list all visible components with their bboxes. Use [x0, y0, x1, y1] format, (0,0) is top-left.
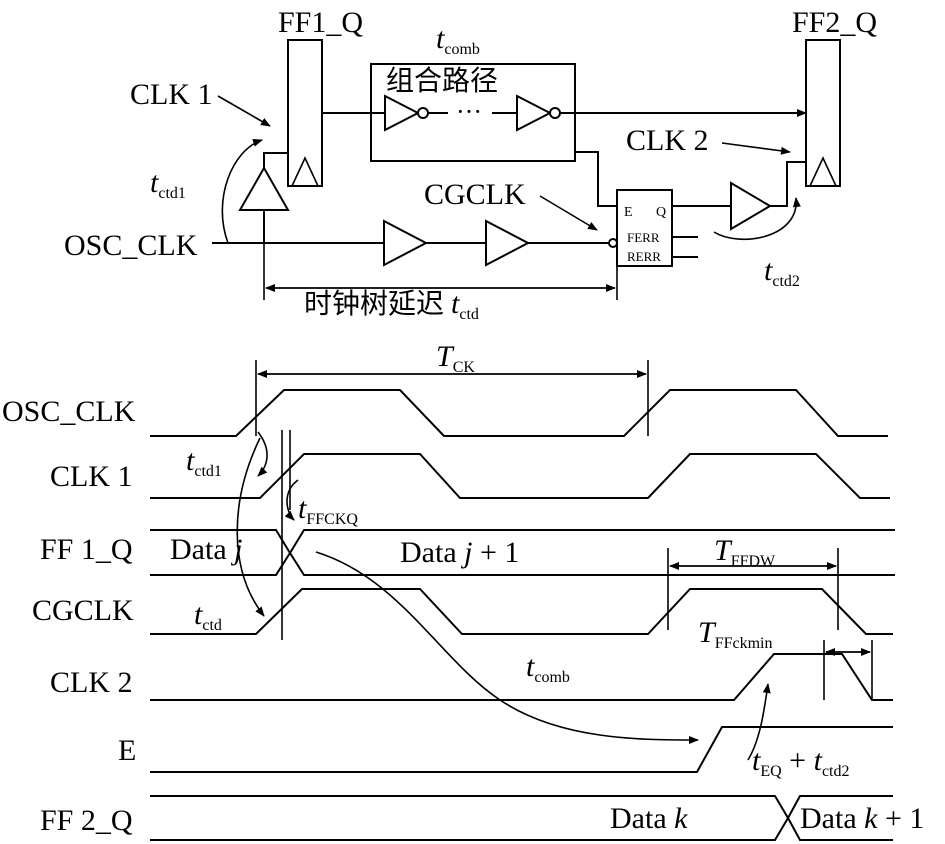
waveform-ff1-q-top [150, 529, 895, 555]
tctd1-timing-label: tctd1 [186, 444, 222, 480]
ff2-clock-triangle [809, 156, 837, 187]
wire-to-ff1-clk [263, 152, 288, 168]
tck-label: TCK [436, 340, 475, 376]
tffckmin-label: TFFckmin [698, 616, 772, 652]
cg-pin-ferr: FERR [627, 230, 660, 245]
clk1-buffer [238, 165, 290, 211]
clk1-label: CLK 1 [130, 78, 213, 111]
tcomb-timing-label: tcomb [526, 650, 570, 686]
cg-clk-bubble [608, 238, 618, 248]
ff2-flipflop [805, 39, 841, 187]
circuit-schematic: FF1_Q FF2_Q 组合路径 tcomb ··· E Q FERR RERR [64, 6, 877, 323]
waveform-osc-clk [150, 389, 888, 437]
tctd1-timing-arrow [257, 431, 268, 477]
tcomb-timing-arrow [315, 551, 699, 744]
clock-gate-cell [616, 189, 673, 267]
cg-pin-q: Q [656, 205, 666, 220]
clk2-label: CLK 2 [626, 124, 709, 157]
tctd2-curve [713, 197, 801, 240]
comb-path-label: 组合路径 [386, 65, 498, 97]
tffckq-arrow [284, 479, 299, 521]
cgclk-arrow [539, 195, 598, 231]
osc-clk-label: OSC_CLK [64, 229, 198, 262]
tctd1-circuit-label: tctd1 [150, 166, 186, 202]
inverter-1-bubble [417, 107, 429, 119]
signal-label-cgclk: CGCLK [32, 594, 134, 627]
tffdw-label: TFFDW [714, 534, 776, 570]
ff1-flipflop [287, 39, 323, 187]
signal-label-e: E [118, 734, 136, 767]
inverter-2-bubble [549, 107, 561, 119]
waveform-clk1 [150, 453, 890, 499]
tctd1-curve [221, 139, 263, 244]
timing-waveforms: OSC_CLK CLK 1 FF 1_Q CGCLK CLK 2 E FF 2_… [2, 340, 924, 841]
waveform-ff2-q-bottom [150, 815, 893, 841]
tctd-timing-arrow [236, 437, 265, 617]
tcomb-top-label: tcomb [436, 22, 480, 58]
ff2-label: FF2_Q [792, 6, 877, 39]
data-j-label: Data j [170, 533, 242, 566]
wire-to-cg-e [575, 151, 617, 207]
ff1-clock-triangle [291, 156, 319, 187]
data-k1-label: Data k + 1 [800, 802, 924, 835]
ff1-label: FF1_Q [278, 6, 363, 39]
signal-label-clk2: CLK 2 [50, 666, 133, 699]
osc-buffer-1 [383, 219, 429, 267]
cgclk-label: CGCLK [424, 178, 526, 211]
clk2-buffer [730, 181, 772, 231]
data-j1-label: Data j + 1 [400, 536, 519, 569]
teq-label: tEQ + tctd2 [752, 744, 849, 780]
tctd2-circuit-label: tctd2 [764, 254, 800, 290]
cg-pin-e: E [624, 205, 633, 220]
comb-ellipsis: ··· [456, 97, 482, 126]
waveform-cgclk [150, 588, 893, 635]
tffckq-label: tFFCKQ [298, 492, 358, 528]
signal-label-osc-clk: OSC_CLK [2, 395, 136, 428]
wire-to-ff2-clk [770, 161, 806, 207]
waveform-ff1-q-bottom [150, 551, 895, 576]
signal-label-clk1: CLK 1 [50, 460, 133, 493]
waveform-ff2-q-top [150, 795, 893, 821]
osc-buffer-2 [485, 219, 531, 267]
data-k-label: Data k [610, 802, 688, 835]
signal-label-ff1-q: FF 1_Q [40, 533, 133, 566]
tctd-timing-label: tctd [194, 598, 222, 634]
cg-pin-rerr: RERR [627, 249, 661, 264]
clk1-arrow [217, 95, 271, 127]
teq-arrow [747, 683, 771, 761]
waveform-clk2 [150, 653, 893, 701]
signal-label-ff2-q: FF 2_Q [40, 804, 133, 837]
clk2-arrow [721, 142, 791, 155]
tree-delay-label: 时钟树延迟 tctd [304, 287, 479, 323]
waveform-e [150, 726, 893, 773]
